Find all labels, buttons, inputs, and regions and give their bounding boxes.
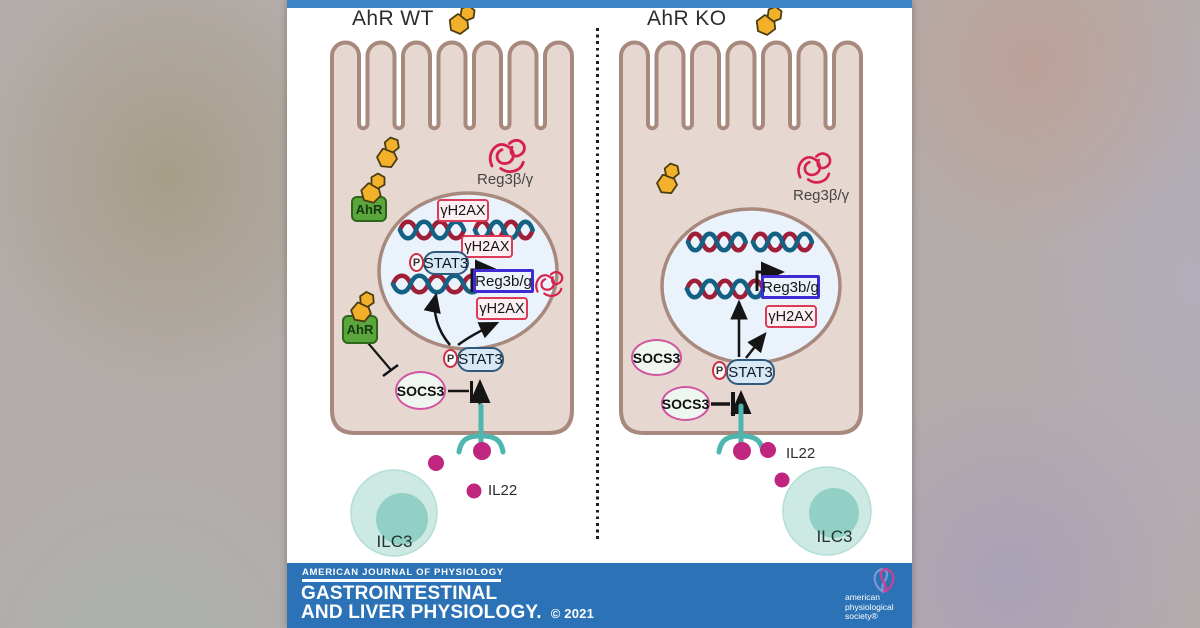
wt-ilc3-nucleus [376,493,428,545]
wt-nuclear-stat3: STAT3 [423,251,469,275]
aps-publisher-line3: society® [845,611,878,622]
ko-h2ax-label: γH2AX [765,305,817,328]
wt-stat3-to-h2ax-arrow [457,321,500,347]
wt-cytoplasmic-stat3-phospho: P [443,349,458,368]
il22-dot [774,472,790,488]
wt-h2ax-label: γH2AX [461,235,513,258]
journal-title: GASTROINTESTINAL AND LIVER PHYSIOLOGY. © … [301,584,594,623]
wt-nuclear-stat3-phospho: P [409,253,424,272]
ko-transcription-arrow [755,261,785,291]
ko-socs3-label: SOCS3 [631,339,682,376]
il22-dot [466,483,482,499]
journal-series-name: AMERICAN JOURNAL OF PHYSIOLOGY [302,567,504,578]
wt-panel-title: AhR WT [352,7,434,30]
wt-ahr-label: AhR [355,201,383,217]
banner-rule [302,579,501,582]
wt-ilc3-label: ILC3 [376,532,413,551]
journal-title-line1: GASTROINTESTINAL [301,583,498,604]
wt-h2ax-label: γH2AX [476,297,528,320]
ko-cytoplasmic-stat3: STAT3 [726,359,775,385]
il22-dot [760,442,776,458]
wt-il22-label: IL22 [488,482,518,499]
ahr-ligand-icon [447,2,476,37]
panel-divider-dotted-line [596,28,599,540]
aps-publisher-line1: american [845,592,880,602]
aps-publisher-line2: physiological [845,601,894,612]
wt-cytoplasmic-stat3: STAT3 [457,347,504,372]
ko-reg3-protein-label: Reg3β/γ [793,187,850,204]
journal-banner: AMERICAN JOURNAL OF PHYSIOLOGY GASTROINT… [287,563,912,628]
ko-il22-label: IL22 [786,445,816,462]
wt-reg3-gene-box: Reg3b/g [473,269,534,293]
ko-cytoplasmic-stat3-phospho: P [712,361,727,380]
journal-title-line2-row: AND LIVER PHYSIOLOGY. © 2021 [301,603,594,622]
wt-stat3-to-dna-arrow [423,292,451,346]
aps-logo-icon [873,568,895,594]
top-accent-bar [287,0,912,8]
wt-socs3-label: SOCS3 [395,371,446,410]
ko-ilc3-label: ILC3 [816,527,853,546]
ko-ilc3-nucleus [809,488,859,538]
wt-ahr-inhibits-socs3-bar [382,363,399,378]
copyright-text: © 2021 [550,606,594,622]
ahr-ligand-icon [754,3,783,38]
il22-dot [473,442,491,460]
wt-h2ax-label: γH2AX [437,199,489,222]
ko-socs3-label: SOCS3 [661,386,710,421]
il22-dot [733,442,751,460]
wt-reg3-protein-label: Reg3β/γ [477,171,534,188]
ko-stat3-to-h2ax-arrow [745,332,767,359]
aps-publisher-name: american physiological society® [845,592,894,622]
journal-title-line2: AND LIVER PHYSIOLOGY. [301,602,542,624]
ko-reg3-gene-box: Reg3b/g [761,275,820,299]
il22-dot [428,455,444,471]
ko-panel-title: AhR KO [647,7,727,30]
wt-ahr-label: AhR [346,322,374,337]
